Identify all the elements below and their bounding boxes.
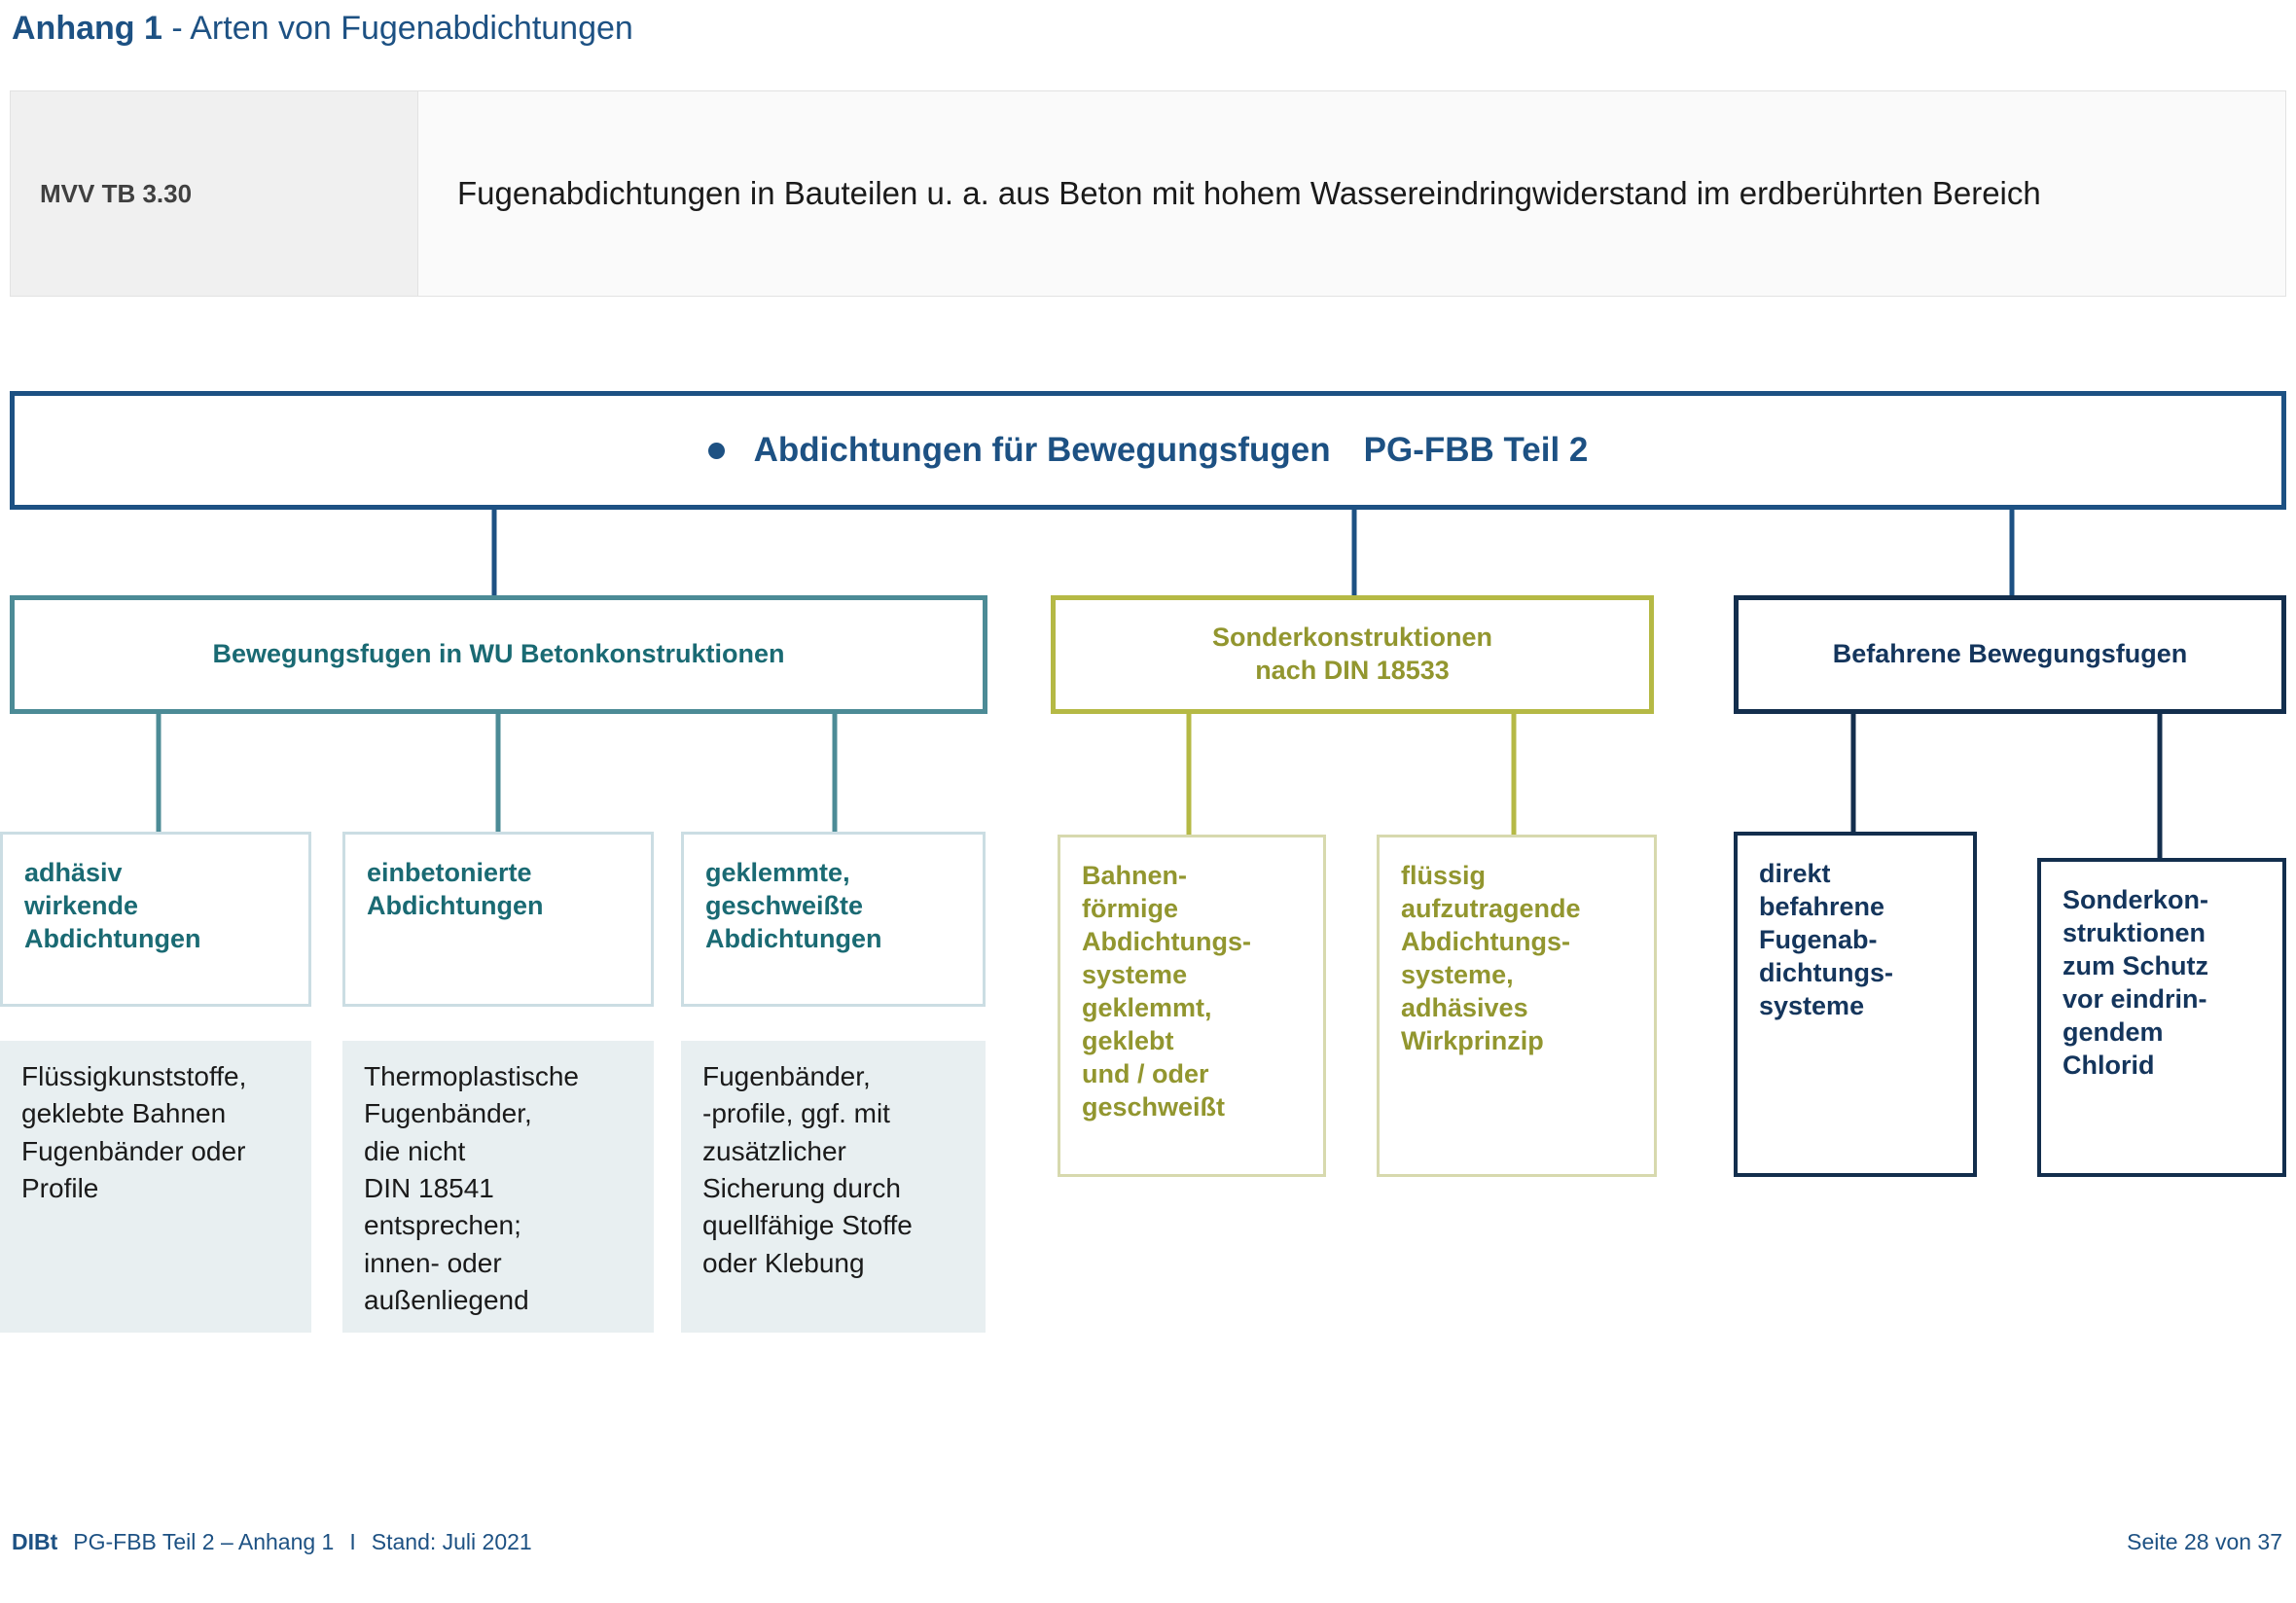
mvv-table-key: MVV TB 3.30 (10, 90, 418, 297)
mvv-table: MVV TB 3.30 Fugenabdichtungen in Bauteil… (10, 90, 2286, 297)
root-node-label-suffix: PG-FBB Teil 2 (1363, 431, 1589, 469)
footer-separator: I (349, 1529, 356, 1554)
branch-heading-navy[interactable]: Befahrene Bewegungsfugen (1734, 595, 2286, 714)
root-node[interactable]: Abdichtungen für Bewegungsfugen PG-FBB Te… (10, 391, 2286, 510)
mvv-table-value: Fugenabdichtungen in Bauteilen u. a. aus… (418, 90, 2286, 297)
description-geklemmt: Fugenbänder, -profile, ggf. mit zusätzli… (681, 1041, 986, 1333)
node-adhaesiv-wirkende-abdichtungen[interactable]: adhäsiv wirkende Abdichtungen (0, 832, 311, 1007)
page-title-strong: Anhang 1 (12, 10, 162, 47)
footer-doc: PG-FBB Teil 2 – Anhang 1 (73, 1529, 335, 1554)
node-einbetonierte-abdichtungen[interactable]: einbetonierte Abdichtungen (342, 832, 654, 1007)
root-node-content: Abdichtungen für Bewegungsfugen PG-FBB Te… (707, 431, 1589, 470)
page-title: Anhang 1 - Arten von Fugenabdichtungen (12, 10, 633, 48)
node-fluessig-aufzutragende-abdichtungssysteme[interactable]: flüssig aufzutragende Abdichtungs- syste… (1377, 835, 1657, 1177)
node-direkt-befahrene-fugenabdichtungssysteme[interactable]: direkt befahrene Fugenab- dichtungs- sys… (1734, 832, 1977, 1177)
node-sonderkonstruktionen-chloridschutz[interactable]: Sonderkon- struktionen zum Schutz vor ei… (2037, 858, 2286, 1177)
branch-heading-olive[interactable]: Sonderkonstruktionen nach DIN 18533 (1051, 595, 1654, 714)
node-geklemmte-geschweisste-abdichtungen[interactable]: geklemmte, geschweißte Abdichtungen (681, 832, 986, 1007)
footer-date: Stand: Juli 2021 (371, 1529, 532, 1554)
footer-left: DIBt PG-FBB Teil 2 – Anhang 1 I Stand: Juli… (12, 1529, 532, 1555)
description-einbetoniert: Thermoplastische Fugenbänder, die nicht … (342, 1041, 654, 1333)
root-node-label: Abdichtungen für Bewegungsfugen PG-FBB Te… (754, 431, 1589, 470)
bullet-dot-icon (707, 442, 725, 459)
footer-brand: DIBt (12, 1529, 58, 1554)
footer-page-number: Seite 28 von 37 (2127, 1529, 2282, 1554)
root-node-label-main: Abdichtungen für Bewegungsfugen (753, 431, 1331, 469)
node-bahnenfoermige-abdichtungssysteme[interactable]: Bahnen- förmige Abdichtungs- systeme gek… (1058, 835, 1326, 1177)
branch-heading-teal[interactable]: Bewegungsfugen in WU Betonkonstruktionen (10, 595, 987, 714)
page-title-rest: - Arten von Fugenabdichtungen (161, 10, 633, 47)
page-footer: DIBt PG-FBB Teil 2 – Anhang 1 I Stand: Juli… (0, 1529, 2296, 1578)
description-adhaesiv: Flüssigkunststoffe, geklebte Bahnen Fuge… (0, 1041, 311, 1333)
